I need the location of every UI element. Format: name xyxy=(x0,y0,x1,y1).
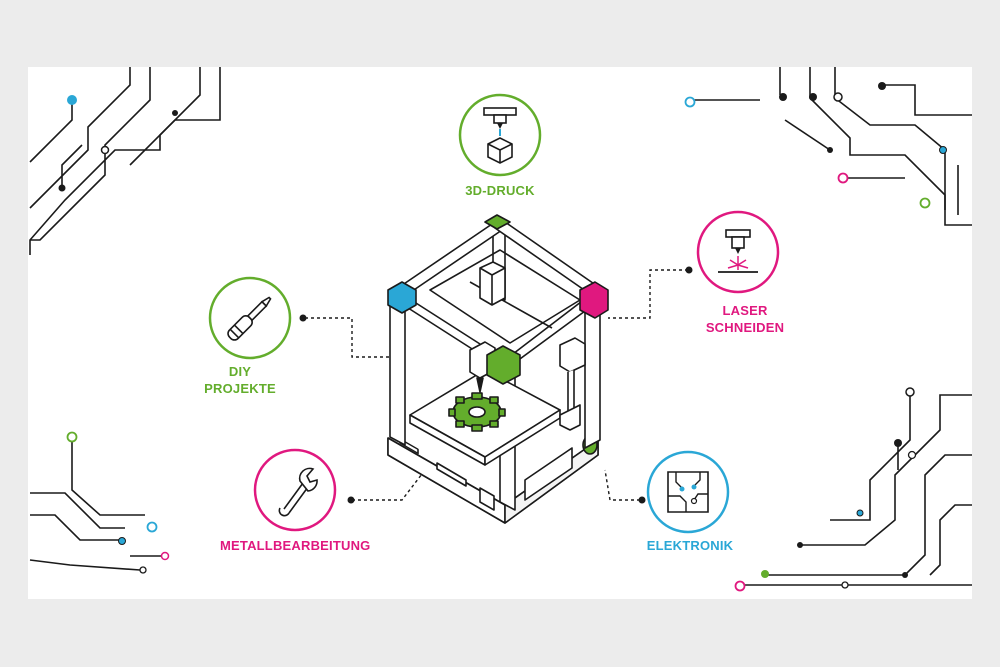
connector-dot xyxy=(685,266,693,274)
wrench-icon xyxy=(253,448,337,532)
connector-lines xyxy=(305,269,688,501)
label-diy-line1: DIY xyxy=(228,364,252,379)
circuit-node xyxy=(779,93,787,101)
circuit-node xyxy=(684,96,696,108)
circuit-node xyxy=(139,566,147,574)
circuit-node xyxy=(118,537,126,545)
circuit-node xyxy=(66,431,78,443)
label-elektronik: ELEKTRONIK xyxy=(646,538,734,553)
circuit-node xyxy=(100,145,110,155)
circuit-node xyxy=(58,184,66,192)
label-laser-line2: SCHNEIDEN xyxy=(705,320,785,335)
circuit-node xyxy=(841,581,849,589)
label-3d-druck: 3D-DRUCK xyxy=(465,183,535,198)
circuit-node xyxy=(837,172,849,184)
label-laser-schneiden: LASER SCHNEIDEN xyxy=(695,302,795,336)
screwdriver-icon xyxy=(208,276,292,360)
circuit-node xyxy=(856,509,864,517)
circuit-node xyxy=(734,580,746,592)
circuit-node xyxy=(809,93,817,101)
label-diy-line2: PROJEKTE xyxy=(204,381,276,396)
circuit-node xyxy=(939,146,947,154)
circuit-node xyxy=(797,542,803,548)
label-laser-line1: LASER xyxy=(722,303,768,318)
circuit-node xyxy=(172,110,178,116)
label-metallbearbeitung: METALLBEARBEITUNG xyxy=(220,538,371,553)
circuit-node xyxy=(919,197,931,209)
connector-dot xyxy=(299,314,307,322)
circuit-node xyxy=(894,439,902,447)
corner-block-green-front xyxy=(486,345,521,385)
corner-block-green-top xyxy=(484,214,511,230)
circuit-node xyxy=(878,82,886,90)
circuit-node xyxy=(827,147,833,153)
label-diy-projekte: DIY PROJEKTE xyxy=(200,363,280,397)
circuit-node xyxy=(146,521,158,533)
circuit-node xyxy=(67,95,77,105)
circuit-node xyxy=(905,387,915,397)
3d-printer-machine xyxy=(387,214,609,524)
circuit-node xyxy=(160,551,170,561)
circuit-nodes xyxy=(58,82,947,592)
laser-cutter-icon xyxy=(696,210,780,294)
circuit-node xyxy=(907,450,917,460)
circuit-node xyxy=(902,572,908,578)
printed-gear xyxy=(448,392,506,432)
corner-block-cyan xyxy=(387,281,417,314)
3d-printer-nozzle-cube-icon xyxy=(458,93,542,177)
circuit-node xyxy=(833,92,843,102)
circuit-board-icon xyxy=(646,450,730,534)
corner-block-magenta xyxy=(579,281,609,319)
connector-dot xyxy=(638,496,646,504)
circuit-node xyxy=(761,570,769,578)
connector-dot xyxy=(347,496,355,504)
